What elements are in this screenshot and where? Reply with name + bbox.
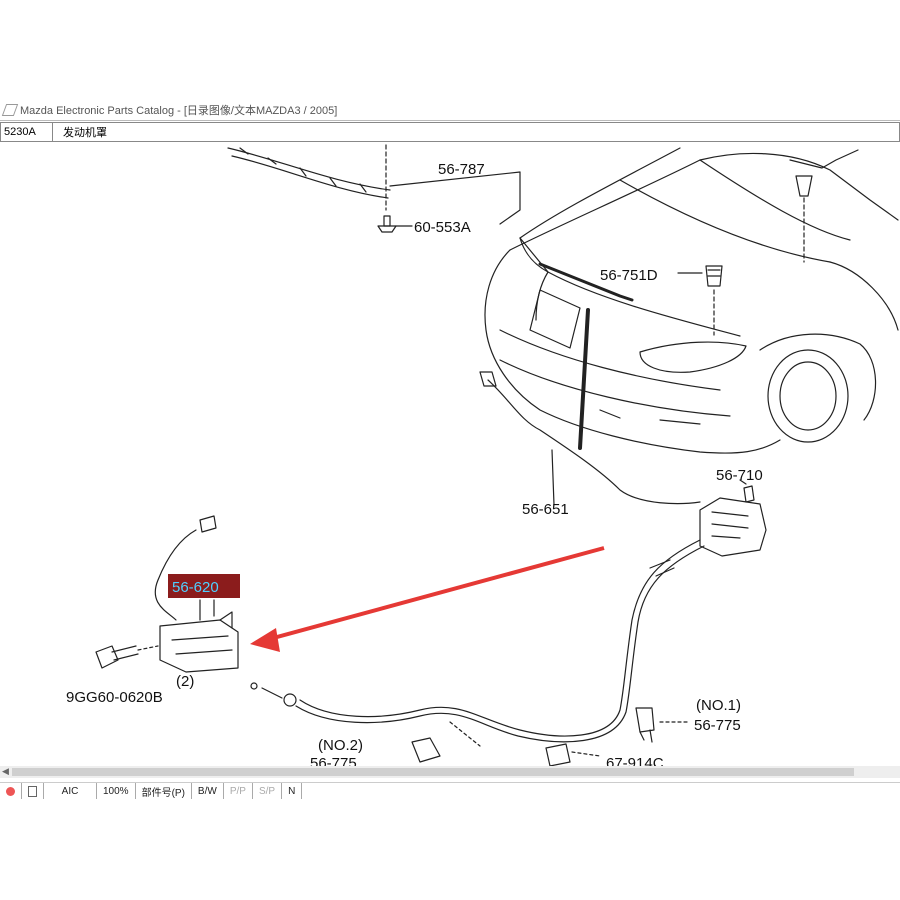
- scrollbar-thumb[interactable]: [12, 768, 854, 776]
- bw-button[interactable]: B/W: [192, 783, 224, 799]
- clip-60-553a: [377, 225, 397, 233]
- scroll-left-icon[interactable]: ◀: [2, 766, 9, 776]
- callout-arrow: [265, 546, 605, 642]
- label-no2: (NO.2): [318, 737, 363, 754]
- bolt-9gg60: [95, 645, 119, 669]
- label-56-751d: 56-751D: [600, 267, 658, 284]
- warning-icon: [6, 786, 15, 796]
- top-clip: [789, 149, 859, 169]
- highlight-box: [168, 574, 240, 598]
- label-60-553a: 60-553A: [414, 219, 471, 236]
- window-title: Mazda Electronic Parts Catalog - [日录图像/文…: [20, 105, 338, 117]
- section-name: 发动机罩: [63, 127, 107, 139]
- bumper-stop: [705, 265, 723, 287]
- label-56-775-a: 56-775: [694, 717, 741, 734]
- cable-clip-no1: [635, 707, 655, 733]
- label-quantity-2: (2): [176, 673, 194, 690]
- sp-button[interactable]: S/P: [253, 783, 283, 799]
- car-hood: [519, 147, 681, 239]
- release-cable-56-651: [487, 379, 701, 505]
- release-lever-56-620: [159, 619, 239, 673]
- hood-release-cable: [299, 539, 701, 737]
- parts-diagram: 56-787 60-553A 56-751D 56-651 56-710 56-…: [66, 144, 899, 766]
- n-button[interactable]: N: [282, 783, 303, 799]
- warning-cell[interactable]: [0, 783, 22, 799]
- mode-indicator: AIC: [44, 783, 97, 799]
- prop-rod: [578, 308, 590, 450]
- window-title-bar: Mazda Electronic Parts Catalog - [日录图像/文…: [0, 100, 900, 120]
- label-56-787: 56-787: [438, 161, 485, 178]
- doc-cell[interactable]: [22, 783, 44, 799]
- lever-connector: [199, 515, 217, 533]
- document-icon: [28, 785, 37, 797]
- pp-button[interactable]: P/P: [224, 783, 253, 799]
- hood-latch-56-710: [699, 497, 767, 557]
- label-56-651: 56-651: [522, 501, 569, 518]
- part-number-button[interactable]: 部件号(P): [136, 783, 192, 799]
- app-icon: [1, 104, 19, 116]
- zoom-indicator: 100%: [97, 783, 136, 799]
- label-67-914c: 67-914C: [606, 755, 664, 766]
- label-56-710: 56-710: [716, 467, 763, 484]
- title-separator: [0, 120, 900, 121]
- callout-arrowhead-icon: [250, 628, 280, 652]
- cable-clip-no2: [411, 737, 441, 763]
- section-code: 5230A: [1, 123, 53, 141]
- label-9gg60-0620b: 9GG60-0620B: [66, 689, 163, 706]
- label-56-620: 56-620: [172, 579, 219, 596]
- seal-strip: [227, 147, 391, 191]
- label-no1: (NO.1): [696, 697, 741, 714]
- label-56-775-b: 56-775: [310, 755, 357, 766]
- status-bar: AIC 100% 部件号(P) B/W P/P S/P N: [0, 782, 900, 799]
- clip-67-914c: [545, 743, 571, 766]
- section-header: 5230A 发动机罩: [0, 122, 900, 142]
- horizontal-scrollbar[interactable]: ◀: [0, 766, 900, 778]
